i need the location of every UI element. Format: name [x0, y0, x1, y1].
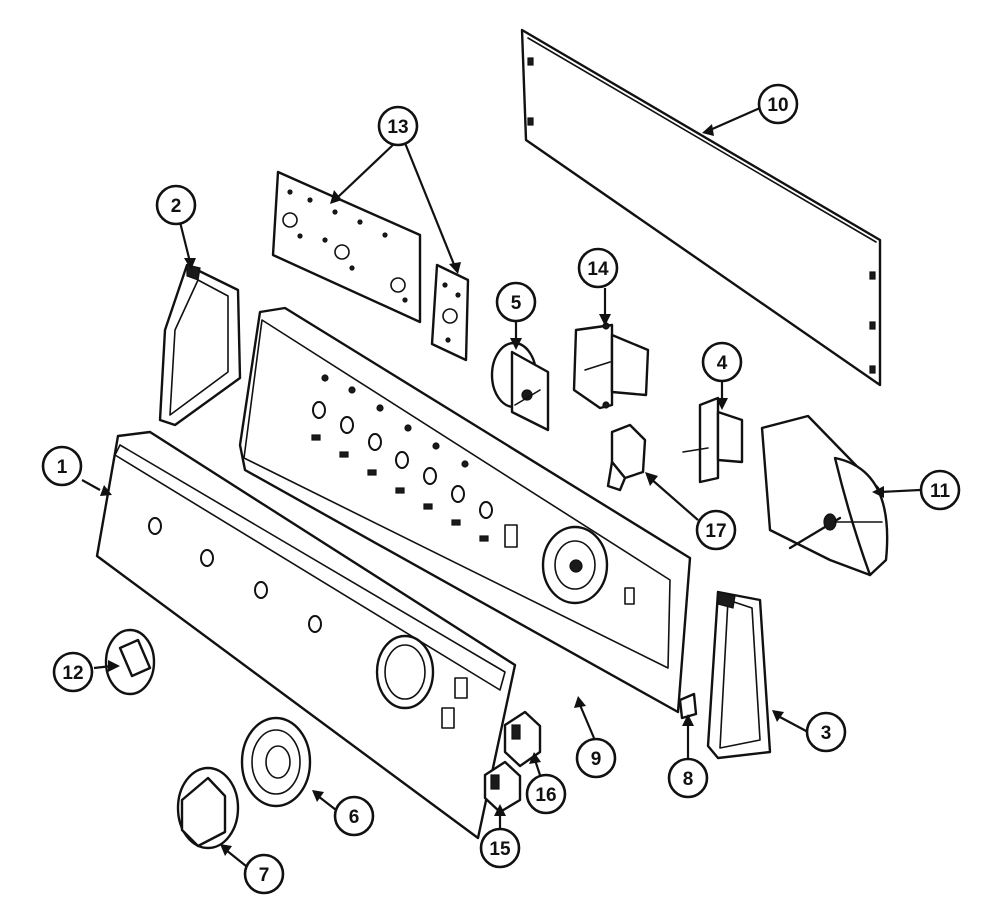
- callout-16-label: 16: [535, 785, 556, 806]
- callout-17: 17: [695, 509, 737, 551]
- part-15-rocker-switch: [483, 760, 522, 814]
- callout-12: 12: [52, 651, 94, 693]
- part-13-circuit-boards: [271, 170, 470, 362]
- callout-3: 3: [805, 711, 847, 753]
- callout-11-label: 11: [930, 481, 951, 502]
- part-12-knob: [104, 628, 156, 696]
- callout-15: 15: [479, 827, 521, 869]
- part-5-timer: [490, 341, 550, 432]
- callout-7: 7: [243, 853, 285, 895]
- callout-1-label: 1: [57, 457, 68, 478]
- callout-4: 4: [701, 341, 743, 383]
- callout-5-label: 5: [511, 293, 522, 314]
- callout-8: 8: [667, 757, 709, 799]
- callout-10: 10: [757, 83, 799, 125]
- callout-15-label: 15: [489, 839, 511, 860]
- callout-16: 16: [525, 773, 567, 815]
- part-17-switch: [606, 423, 647, 492]
- callout-6: 6: [333, 795, 375, 837]
- part-10-rear-panel: [520, 28, 882, 387]
- callout-17-label: 17: [705, 521, 726, 542]
- callout-13: 13: [377, 105, 419, 147]
- callout-11: 11: [919, 469, 961, 511]
- part-3-right-end-cap: [706, 590, 772, 760]
- leader-lines: [81, 106, 921, 867]
- part-2-left-end-cap: [158, 263, 242, 427]
- callout-4-label: 4: [717, 353, 728, 374]
- callout-2-label: 2: [171, 196, 182, 217]
- part-16-rocker-switch: [503, 710, 542, 768]
- callout-1: 1: [41, 445, 83, 487]
- part-7-knob: [176, 766, 240, 850]
- callout-10-label: 10: [767, 95, 788, 116]
- part-9-control-console: [238, 306, 692, 714]
- callout-7-label: 7: [259, 865, 270, 886]
- callout-13-label: 13: [387, 117, 408, 138]
- callout-14-label: 14: [587, 259, 609, 280]
- part-14-switch: [572, 322, 650, 410]
- callout-9-label: 9: [591, 749, 602, 770]
- part-4-switch: [682, 396, 744, 484]
- callout-8-label: 8: [683, 769, 694, 790]
- part-1-front-panel: [95, 430, 517, 840]
- callout-5: 5: [495, 281, 537, 323]
- callout-14: 14: [577, 247, 619, 289]
- callout-2: 2: [155, 184, 197, 226]
- part-6-dial: [240, 716, 312, 808]
- callout-3-label: 3: [821, 723, 832, 744]
- part-8-clip: [678, 692, 698, 720]
- callout-9: 9: [575, 737, 617, 779]
- callout-12-label: 12: [62, 663, 83, 684]
- part-11-motor-housing: [760, 414, 889, 577]
- callout-6-label: 6: [349, 807, 360, 828]
